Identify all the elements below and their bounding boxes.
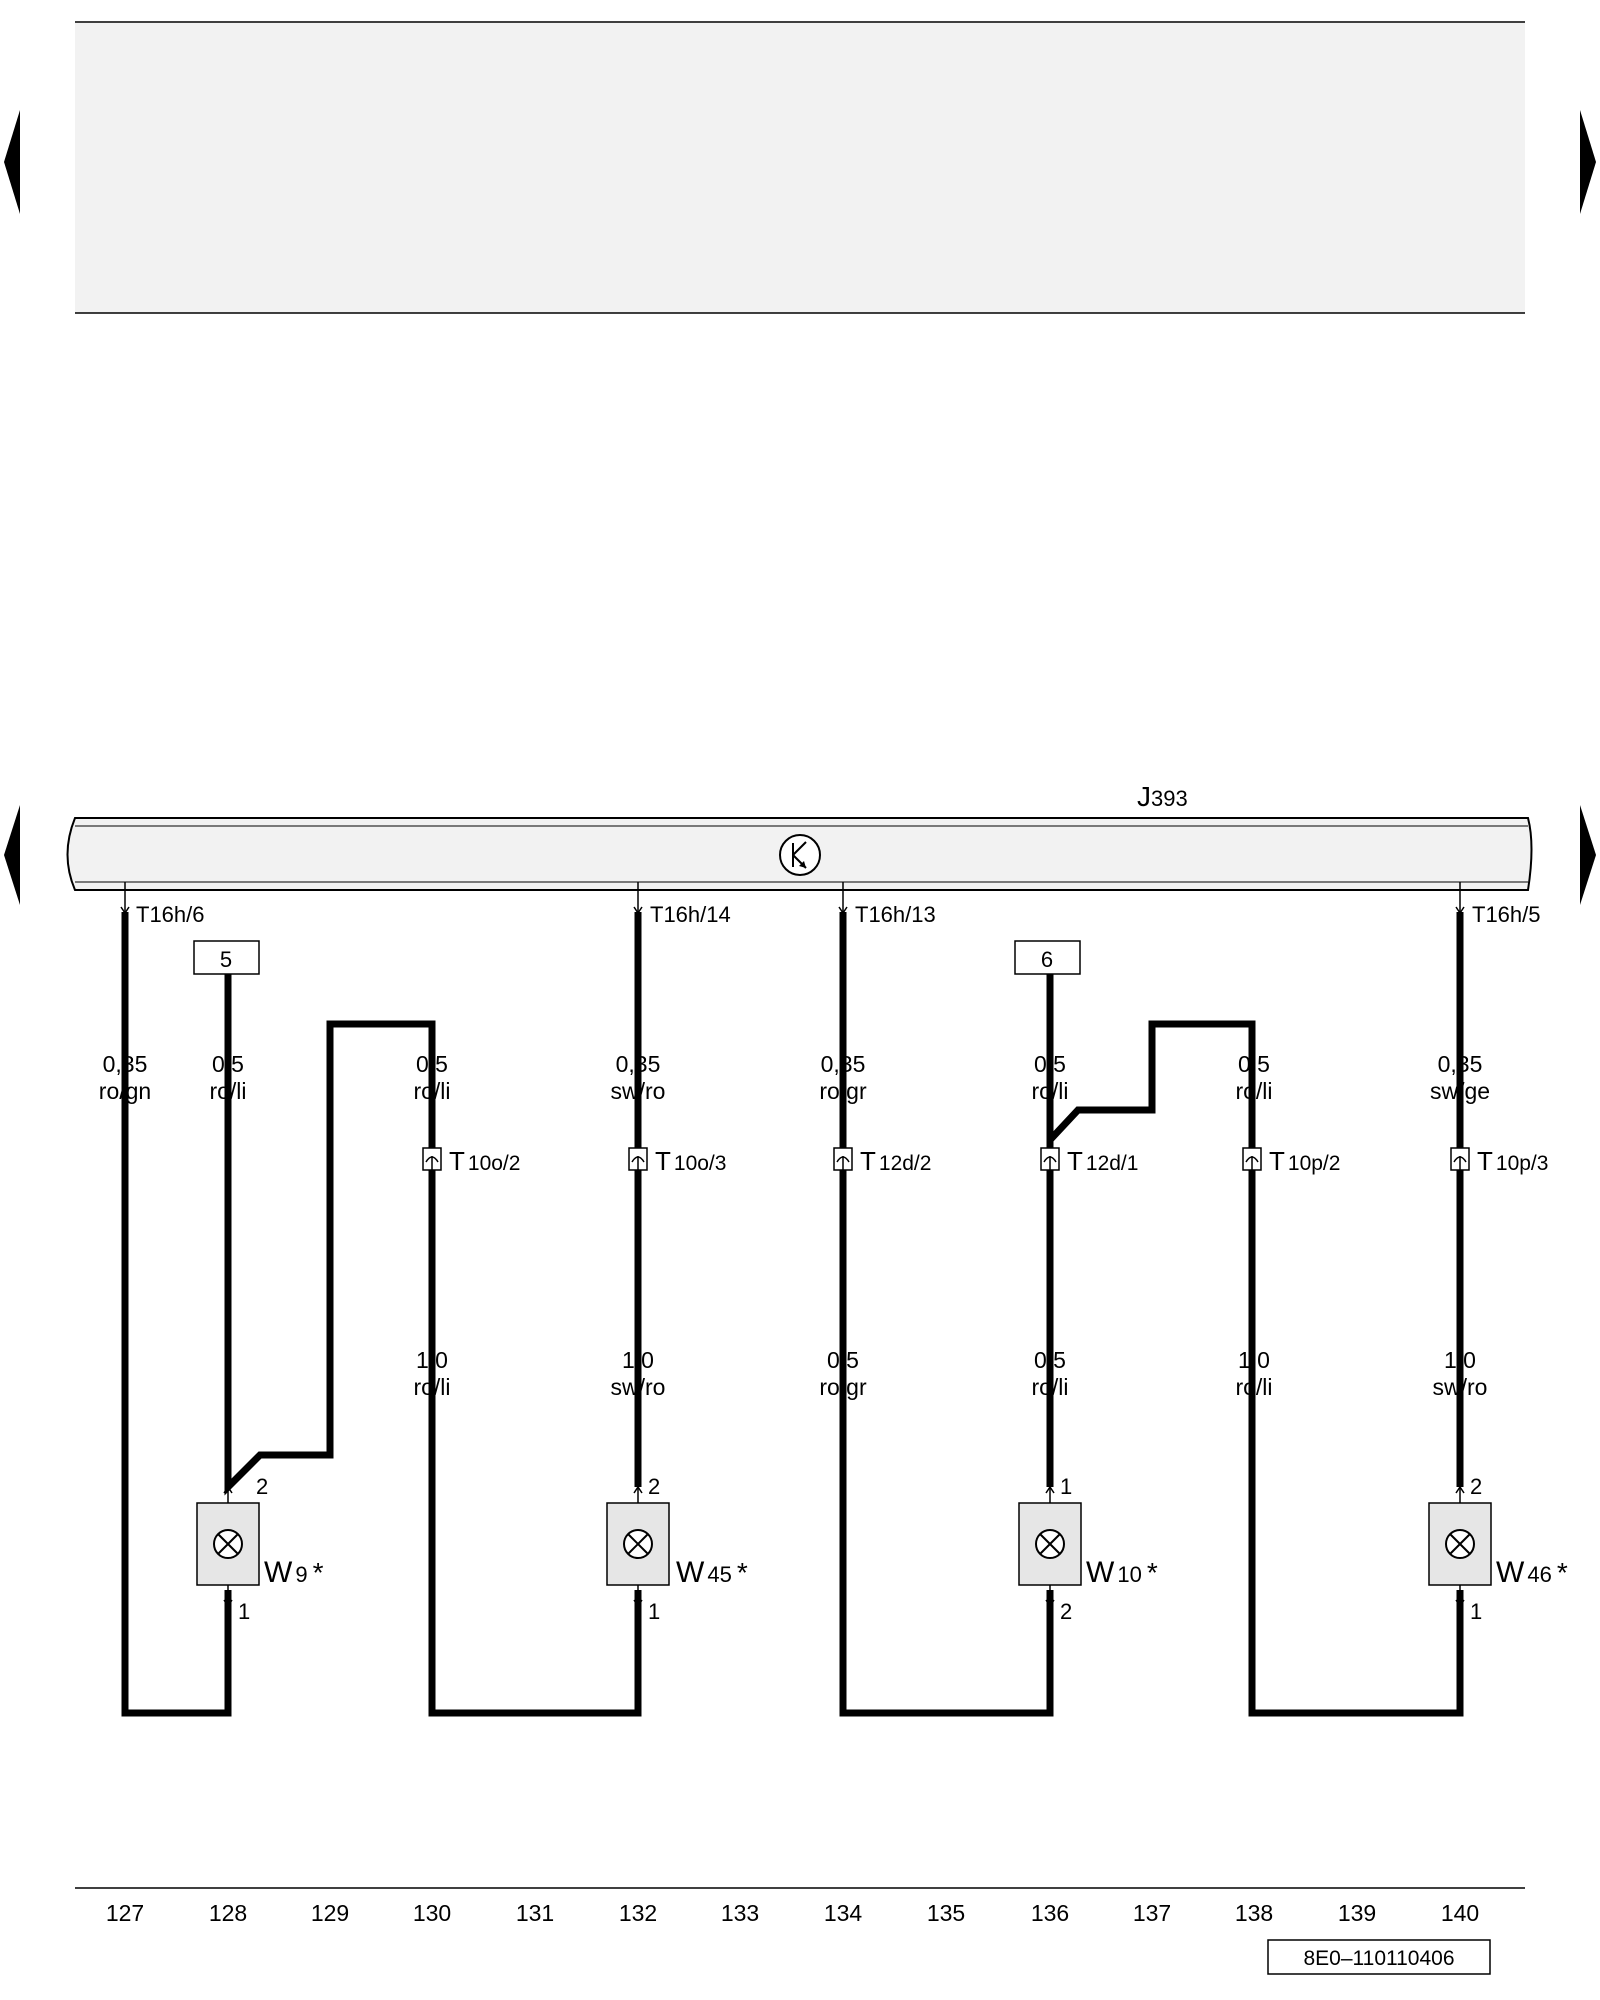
- lamp-w9: [196, 1485, 260, 1608]
- grid-number: 136: [1031, 1900, 1069, 1926]
- grid-number: 138: [1235, 1900, 1273, 1926]
- grid-number: 129: [311, 1900, 349, 1926]
- grid-number: 140: [1441, 1900, 1479, 1926]
- plug-connector-icon: [1450, 1147, 1470, 1171]
- plug-connector-icon: [833, 1147, 853, 1171]
- wire-color: ro/li: [209, 1078, 246, 1104]
- wires: [121, 912, 1464, 1717]
- doc-code-box: [1267, 1939, 1491, 1975]
- plug-connector-icon: [422, 1147, 442, 1171]
- lamp-w45: [606, 1485, 670, 1608]
- connector-label: T16h/6: [136, 902, 205, 927]
- grid-number: 131: [516, 1900, 554, 1926]
- wire-size: 0,5: [1034, 1051, 1066, 1077]
- wire-size: 0,5: [827, 1347, 859, 1373]
- plug-connectors: [422, 1147, 1470, 1171]
- wire-color: ro/li: [1031, 1374, 1068, 1400]
- pin-number: 2: [648, 1474, 660, 1499]
- pin-number: 1: [648, 1599, 660, 1624]
- grid-number: 135: [927, 1900, 965, 1926]
- wire-color: ro/gr: [819, 1374, 867, 1400]
- reference-label: 5: [220, 947, 232, 972]
- connector-label: T16h/5: [1472, 902, 1541, 927]
- wire-size: 0,35: [616, 1051, 661, 1077]
- reference-box[interactable]: [1014, 940, 1081, 975]
- component-name: J393: [1137, 781, 1188, 812]
- wire-size: 0,35: [1438, 1051, 1483, 1077]
- lamp-pin-labels: 2 1 2 1 1 2 2 1: [238, 1474, 1482, 1624]
- lamp-w10: [1018, 1485, 1082, 1608]
- wire-color: sw/ro: [611, 1078, 666, 1104]
- plug-connector-icon: [1040, 1147, 1060, 1171]
- grid-number: 132: [619, 1900, 657, 1926]
- wire-size: 1,0: [1238, 1347, 1270, 1373]
- connector-label: T16h/14: [650, 902, 731, 927]
- grid-numbers: 127 128 129 130 131 132 133 134 135 136 …: [106, 1900, 1479, 1926]
- wire-color: ro/li: [1031, 1078, 1068, 1104]
- wire-color: ro/gr: [819, 1078, 867, 1104]
- pin-number: 1: [238, 1599, 250, 1624]
- wire-labels-upper: 0,35 ro/gn 0,5 ro/li 0,5 ro/li 0,35 sw/r…: [99, 1051, 1490, 1104]
- wire-size: 1,0: [1444, 1347, 1476, 1373]
- doc-code: 8E0–110110406: [1303, 1947, 1454, 1970]
- wire-size: 1,0: [622, 1347, 654, 1373]
- grid-number: 130: [413, 1900, 451, 1926]
- wire-size: 1,0: [416, 1347, 448, 1373]
- reference-label: 6: [1041, 947, 1053, 972]
- plug-connector-icon: [1242, 1147, 1262, 1171]
- wire-size: 0,5: [212, 1051, 244, 1077]
- wire-labels-lower: 1,0 ro/li 1,0 sw/ro 0,5 ro/gr 0,5 ro/li …: [413, 1347, 1487, 1400]
- wire-color: ro/li: [1235, 1078, 1272, 1104]
- next-page-arrow-icon[interactable]: [1580, 110, 1596, 214]
- grid-number: 134: [824, 1900, 863, 1926]
- pin-number: 1: [1060, 1474, 1072, 1499]
- prev-page-arrow-icon[interactable]: [4, 110, 20, 214]
- wire-color: ro/li: [413, 1078, 450, 1104]
- lamp-w46: [1428, 1485, 1492, 1608]
- grid-number: 128: [209, 1900, 247, 1926]
- wire-color: ro/gn: [99, 1078, 151, 1104]
- wire-color: sw/ge: [1430, 1078, 1490, 1104]
- grid-number: 139: [1338, 1900, 1376, 1926]
- next-page-arrow-icon[interactable]: [1580, 805, 1596, 905]
- wire-color: sw/ro: [1433, 1374, 1488, 1400]
- wire-size: 0,5: [1034, 1347, 1066, 1373]
- instrument-cluster-symbol-icon: [779, 834, 821, 876]
- grid-number: 127: [106, 1900, 144, 1926]
- wire-size: 0,35: [103, 1051, 148, 1077]
- grid-number: 133: [721, 1900, 759, 1926]
- wire-size: 0,35: [821, 1051, 866, 1077]
- grid-number: 137: [1133, 1900, 1171, 1926]
- wire-color: sw/ro: [611, 1374, 666, 1400]
- wire-size: 0,5: [1238, 1051, 1270, 1077]
- connector-label: T16h/13: [855, 902, 936, 927]
- wire-color: ro/li: [413, 1374, 450, 1400]
- pin-number: 2: [1060, 1599, 1072, 1624]
- pin-number: 1: [1470, 1599, 1482, 1624]
- prev-page-arrow-icon[interactable]: [4, 805, 20, 905]
- top-panel: [75, 23, 1525, 313]
- wire-color: ro/li: [1235, 1374, 1272, 1400]
- plug-connector-icon: [628, 1147, 648, 1171]
- pin-number: 2: [256, 1474, 268, 1499]
- wire-size: 0,5: [416, 1051, 448, 1077]
- pin-number: 2: [1470, 1474, 1482, 1499]
